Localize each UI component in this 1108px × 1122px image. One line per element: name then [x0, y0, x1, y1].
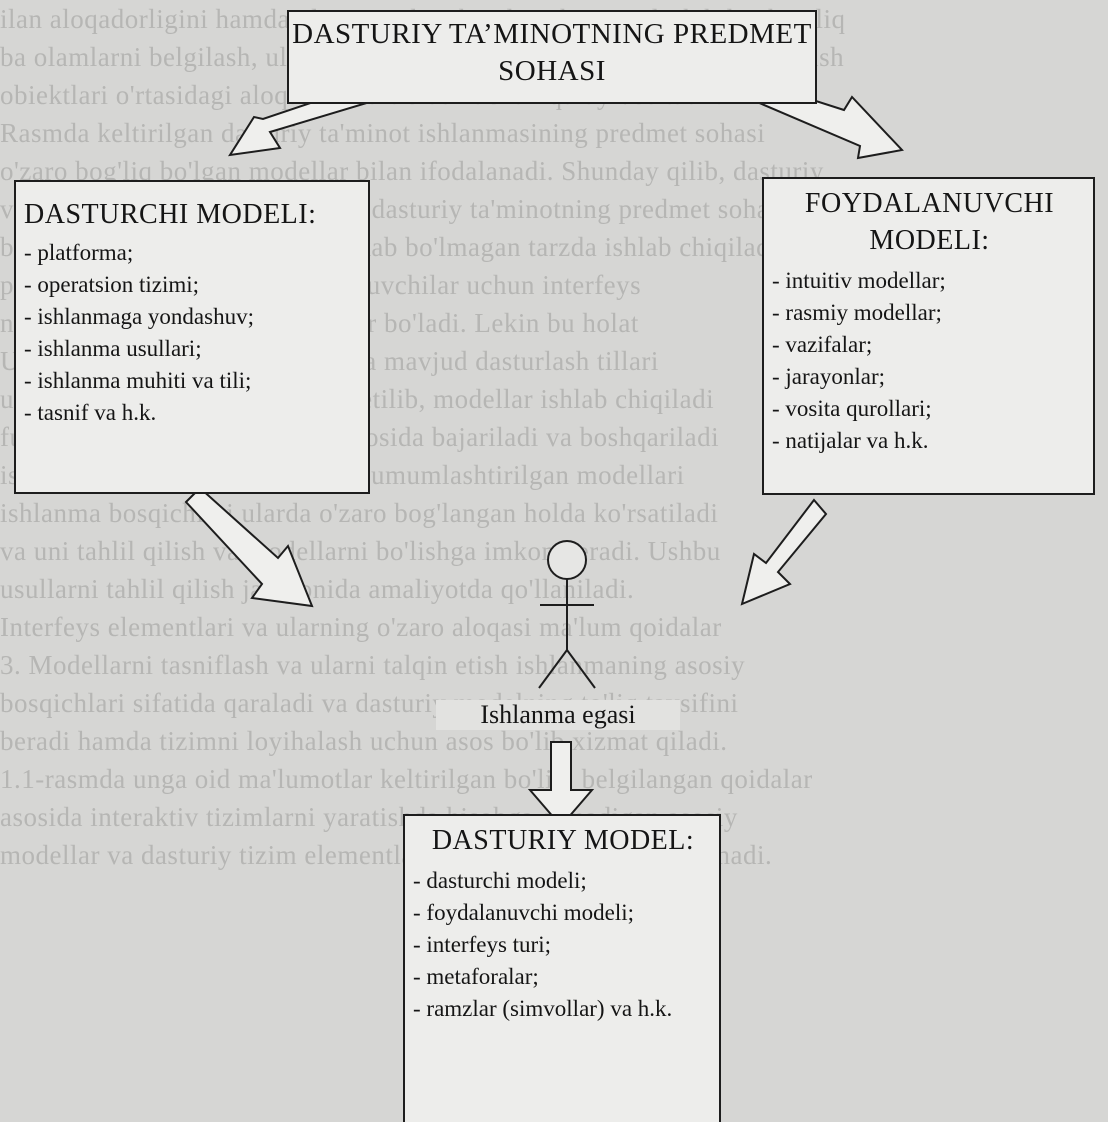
user-model-box: FOYDALANUVCHI MODELI: intuitiv modellar;… [762, 177, 1095, 495]
owner-label: Ishlanma egasi [436, 700, 680, 730]
list-item: ramzlar (simvollar) va h.k. [413, 993, 713, 1025]
software-model-box: DASTURIY MODEL: dasturchi modeli; foydal… [403, 814, 721, 1122]
list-item: dasturchi modeli; [413, 865, 713, 897]
bg-line: Rasmda keltirilgan dasturiy ta'minot ish… [0, 118, 766, 148]
list-item: ishlanma muhiti va tili; [24, 365, 362, 397]
bg-line: 3. Modellarni tasniflash va ularni talqi… [0, 650, 746, 680]
bg-line: usullarni tahlil qilish jarayonida amali… [0, 574, 635, 604]
developer-model-title: DASTURCHI MODELI: [24, 199, 317, 230]
list-item: tasnif va h.k. [24, 397, 362, 429]
list-item: ishlanmaga yondashuv; [24, 301, 362, 333]
developer-model-list: platforma; operatsion tizimi; ishlanmaga… [24, 237, 362, 429]
list-item: metaforalar; [413, 961, 713, 993]
user-model-list: intuitiv modellar; rasmiy modellar; vazi… [772, 265, 1087, 457]
software-model-list: dasturchi modeli; foydalanuvchi modeli; … [413, 865, 713, 1025]
subject-area-title: DASTURIY TA’MINOTNING PREDMET SOHASI [292, 18, 812, 87]
list-item: intuitiv modellar; [772, 265, 1087, 297]
software-model-title: DASTURIY MODEL: [431, 825, 695, 856]
list-item: foydalanuvchi modeli; [413, 897, 713, 929]
arrow-owner-to-software-model [527, 741, 595, 828]
bg-line: Interfeys elementlari va ularning o'zaro… [0, 612, 722, 642]
arrow-top-to-developer [228, 85, 372, 157]
arrow-developer-to-owner [184, 486, 314, 608]
list-item: platforma; [24, 237, 362, 269]
bg-line: ishlanma bosqichlari ularda o'zaro bog'l… [0, 498, 719, 528]
stick-figure-icon [538, 540, 596, 689]
bg-line: va uni tahlil qilish va modellarni bo'li… [0, 536, 721, 566]
developer-model-box: DASTURCHI MODELI: platforma; operatsion … [14, 180, 370, 494]
subject-area-box: DASTURIY TA’MINOTNING PREDMET SOHASI [287, 10, 817, 104]
list-item: ishlanma usullari; [24, 333, 362, 365]
list-item: rasmiy modellar; [772, 297, 1087, 329]
user-model-title: FOYDALANUVCHI MODELI: [804, 188, 1055, 256]
arrow-user-to-owner [740, 498, 828, 606]
list-item: vazifalar; [772, 329, 1087, 361]
list-item: jarayonlar; [772, 361, 1087, 393]
list-item: natijalar va h.k. [772, 425, 1087, 457]
bg-line: 1.1-rasmda unga oid ma'lumotlar keltiril… [0, 764, 813, 794]
list-item: interfeys turi; [413, 929, 713, 961]
bg-line: beradi hamda tizimni loyihalash uchun as… [0, 726, 728, 756]
list-item: vosita qurollari; [772, 393, 1087, 425]
list-item: operatsion tizimi; [24, 269, 362, 301]
